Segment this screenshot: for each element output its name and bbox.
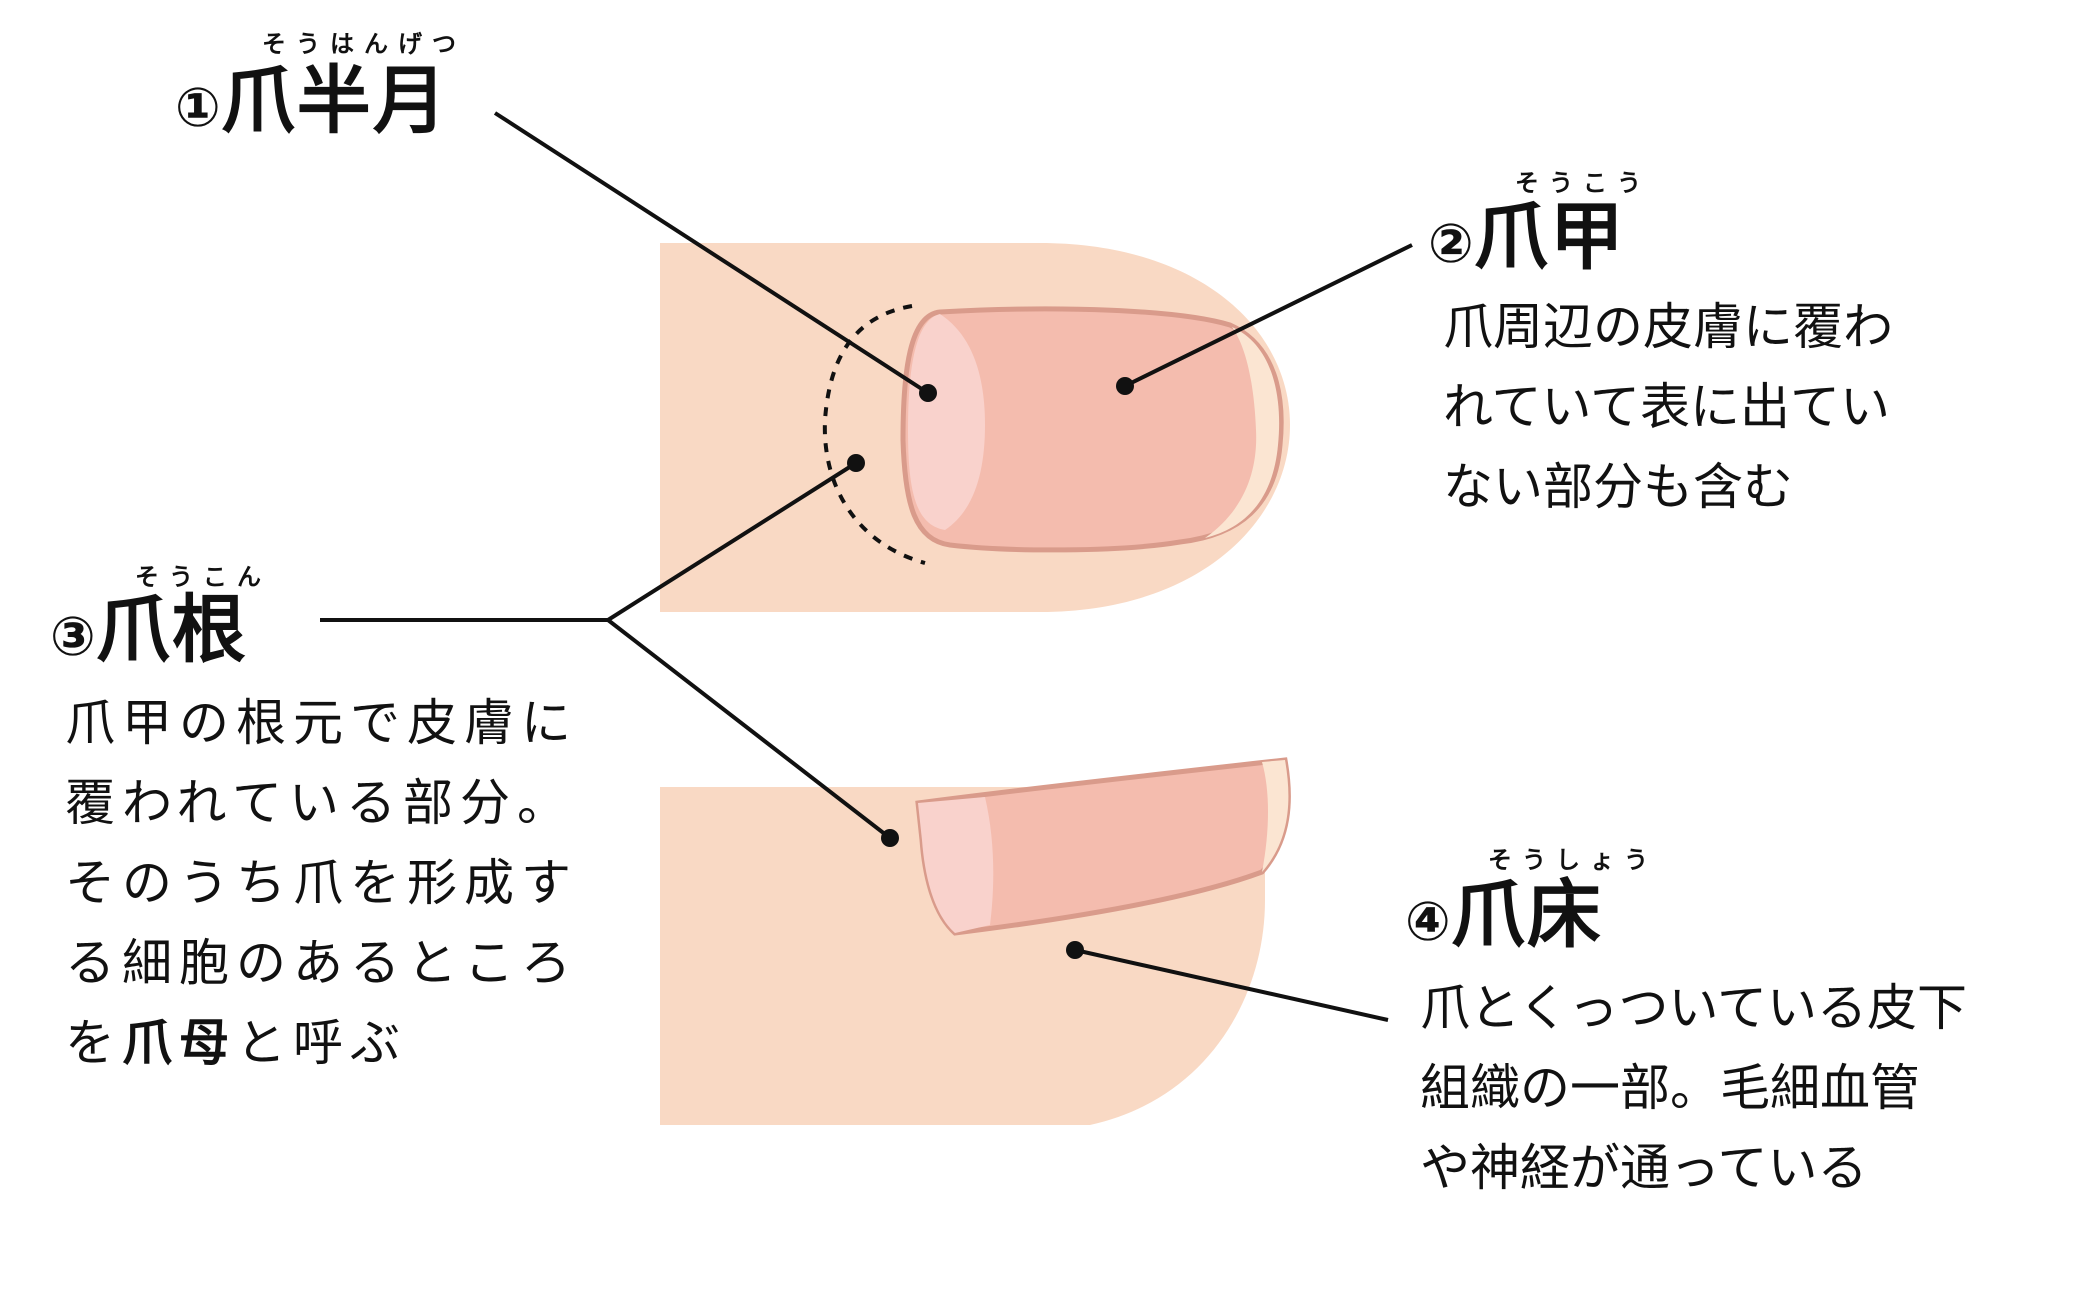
leader-line-nail-root-lower	[606, 618, 892, 840]
lunula-label: ①爪半月	[175, 64, 449, 138]
lunula-ruby: そうはんげつ	[262, 30, 466, 58]
lunula-shape	[908, 314, 985, 530]
leader-line-lunula	[493, 111, 930, 395]
nail-free-edge-top	[1205, 327, 1280, 538]
nail-root-last-suffix: と呼ぶ	[236, 1014, 407, 1072]
nail-plate-name: 爪甲	[1473, 194, 1626, 280]
nail-free-edge-side	[1262, 760, 1289, 872]
point-nail-bed	[1066, 941, 1084, 959]
nail-plate-ruby: そうこう	[1515, 169, 1651, 197]
point-lunula	[919, 384, 937, 402]
nail-bed-label: ④爪床	[1405, 878, 1603, 952]
nail-root-description-last-line: を爪母と呼ぶ	[65, 1003, 407, 1083]
nail-root-ruby: そうこん	[135, 563, 271, 591]
nail-bed-ruby: そうしょう	[1488, 846, 1658, 874]
nail-plate-description: 爪周辺の皮膚に覆わ れていて表に出てい ない部分も含む	[1443, 298, 1893, 516]
nail-root-boundary	[822, 304, 926, 565]
nail-root-description: 爪甲の根元で皮膚に 覆われている部分。 そのうち爪を形成す る細胞のあるところ	[65, 694, 578, 992]
point-nail-root-side	[881, 829, 899, 847]
leader-line-nail-bed	[1074, 948, 1389, 1022]
point-nail-root-top	[847, 454, 865, 472]
leader-line-nail-plate	[1124, 243, 1413, 388]
nail-matrix-term: 爪母	[122, 1014, 236, 1072]
nail-bed-number: ④	[1405, 890, 1451, 953]
nail-plate-top	[900, 306, 1284, 553]
nail-bed-name: 爪床	[1450, 872, 1603, 958]
lunula-side	[918, 797, 994, 933]
nail-plate-number: ②	[1428, 212, 1474, 275]
nail-plate-label: ②爪甲	[1428, 200, 1626, 274]
nail-bed-description: 爪とくっついている皮下 組織の一部。毛細血管 や神経が通っている	[1420, 979, 1967, 1197]
lunula-number: ①	[175, 76, 221, 139]
point-nail-plate	[1116, 377, 1134, 395]
nail-root-name: 爪根	[95, 587, 248, 673]
nail-root-last-prefix: を	[65, 1014, 122, 1072]
leader-line-nail-root-upper	[606, 461, 858, 622]
lunula-name: 爪半月	[220, 58, 449, 144]
nail-root-number: ③	[50, 605, 96, 668]
nail-root-label: ③爪根	[50, 593, 248, 667]
